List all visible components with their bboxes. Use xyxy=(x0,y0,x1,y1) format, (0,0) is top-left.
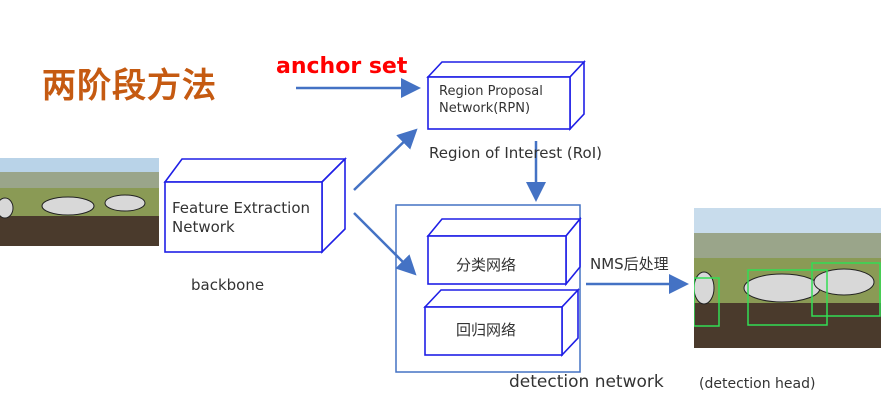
classification-box xyxy=(426,216,582,287)
bbox-1 xyxy=(694,277,720,327)
roi-label: Region of Interest (RoI) xyxy=(429,144,602,162)
rpn-box xyxy=(426,59,586,132)
detection-head-label: (detection head) xyxy=(699,376,816,392)
nms-label: NMS后处理 xyxy=(590,255,669,273)
detection-network-label: detection network xyxy=(509,372,664,392)
rpn-label-line1: Region Proposal xyxy=(439,84,543,99)
regression-label: 回归网络 xyxy=(456,321,517,339)
classification-label: 分类网络 xyxy=(456,256,517,274)
detection-network-frame xyxy=(395,204,581,373)
bbox-2 xyxy=(747,269,828,326)
input-zebra-photo xyxy=(0,158,159,246)
backbone-box xyxy=(163,157,347,254)
bbox-3 xyxy=(811,262,881,317)
output-image xyxy=(694,208,881,348)
backbone-to-rpn-arrow xyxy=(353,128,418,191)
backbone-to-detection-arrow xyxy=(353,212,417,276)
backbone-label: backbone xyxy=(191,276,265,294)
anchor-set-label: anchor set xyxy=(276,54,408,79)
input-image xyxy=(0,158,159,246)
rpn-label-line2: Network(RPN) xyxy=(439,101,531,116)
regression-box xyxy=(423,287,580,358)
backbone-box-line2: Network xyxy=(172,218,235,236)
slide-title: 两阶段方法 xyxy=(42,66,217,106)
backbone-box-line1: Feature Extraction xyxy=(172,199,311,217)
output-zebra-photo xyxy=(694,208,881,348)
